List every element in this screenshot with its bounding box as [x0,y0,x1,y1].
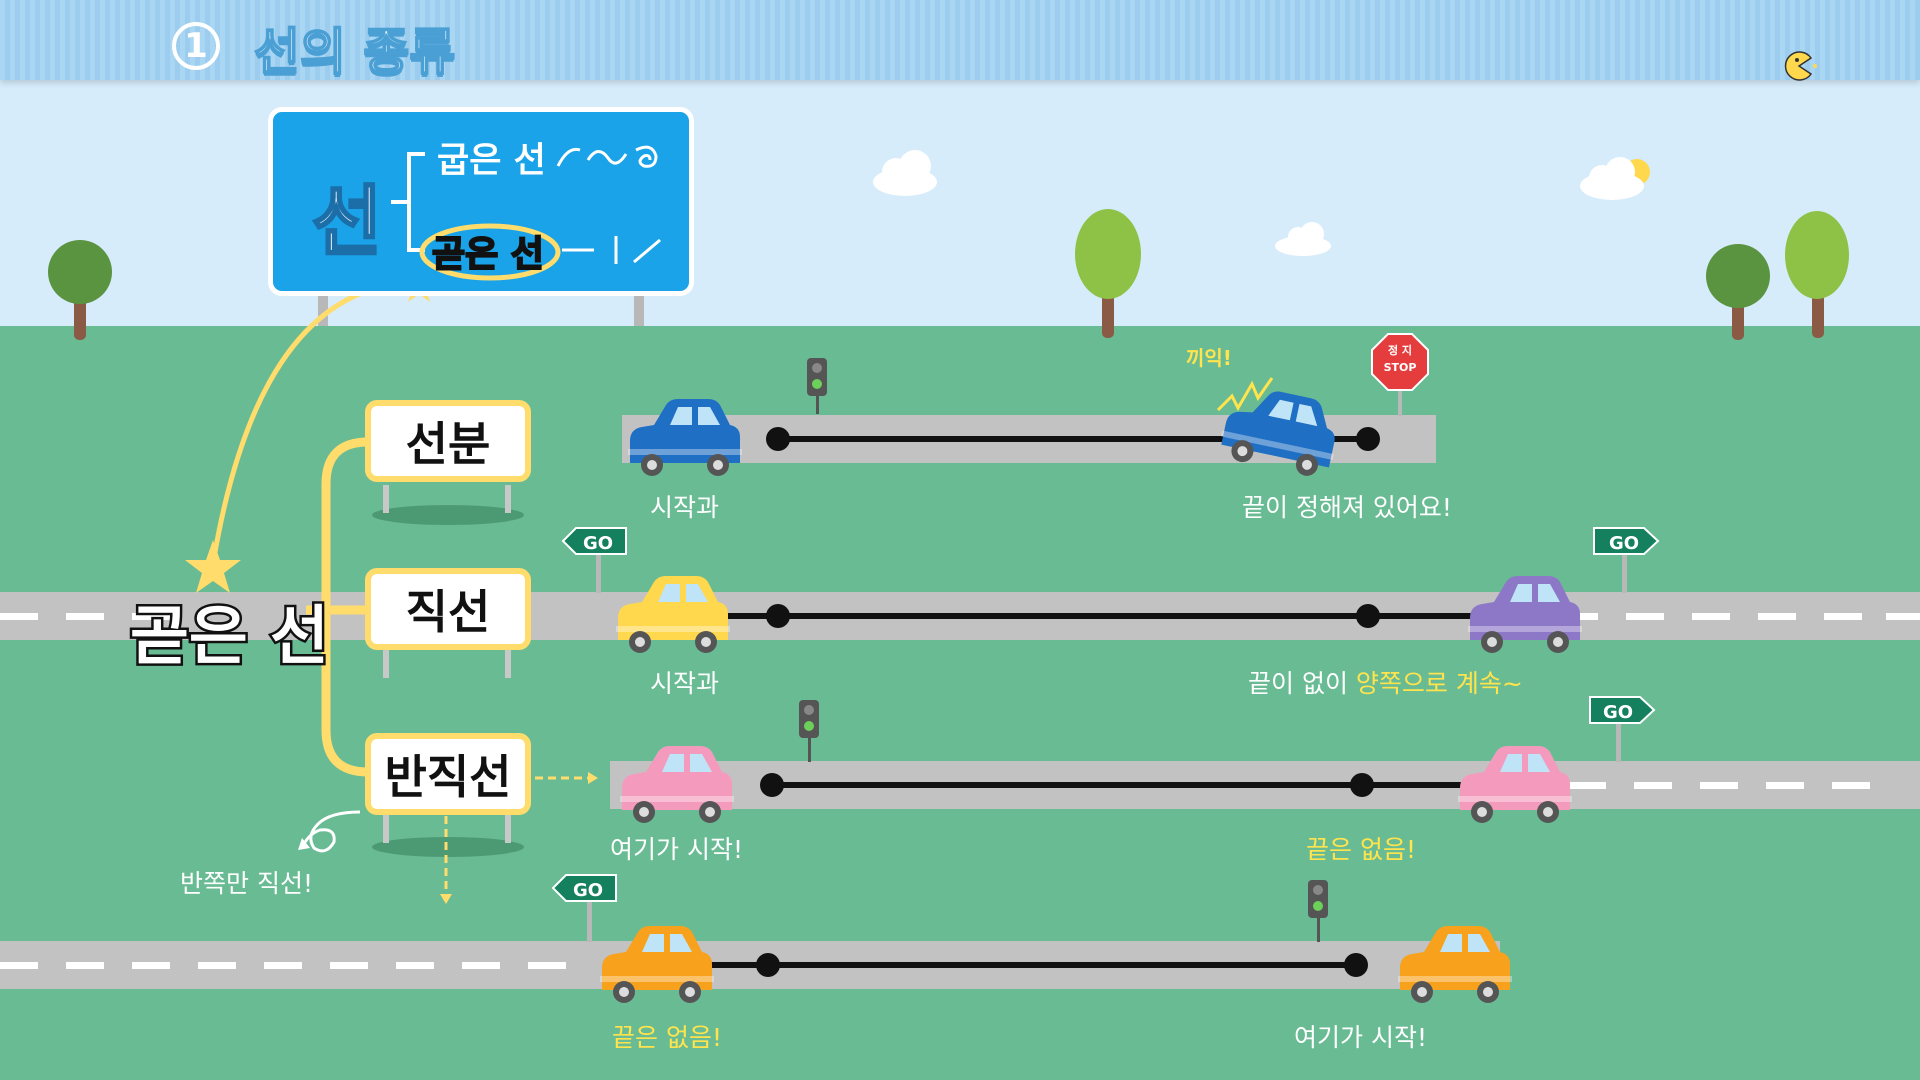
traffic-light-icon [807,358,827,414]
segment-board: 선분 [365,400,531,482]
cloud-icon [1275,222,1331,256]
header-bar [0,0,1920,80]
page-title: 선의 종류 [253,22,456,82]
screech-label: 끼익! [1186,346,1232,370]
go-sign-label: GO [583,533,613,554]
straight-lines-icon [562,236,661,264]
sign-curve-label: 굽은 선 [437,141,546,181]
line-start-label: 시작과 [650,669,720,698]
ray2-end-label: 끝은 없음! [612,1023,722,1052]
ray-note-label: 반쪽만 직선! [180,869,313,898]
go-sign-label: GO [573,880,603,901]
screech-icon [1216,377,1274,412]
segment-start-label: 시작과 [650,493,720,522]
tree-icon [1785,211,1849,338]
curve-lines-icon [556,145,658,168]
ray-board: 반직선 [365,733,531,815]
go-sign-label: GO [1609,533,1639,554]
go-sign-icon [1589,696,1656,724]
pacman-icon [1784,51,1817,81]
go-sign-icon [551,874,617,902]
section-number: 1 [172,22,220,70]
straight-line [700,604,1480,628]
go-sign-icon [1593,527,1660,555]
tree-icon [48,240,112,340]
traffic-light-icon [799,700,819,762]
ray2-start-label: 여기가 시작! [1294,1023,1427,1052]
stop-sign-ko: 정 지 [1388,343,1412,357]
sign-main-label: 선 [311,176,384,268]
line-end-label: 끝이 없이 양쪽으로 계속~ [1248,664,1523,700]
tree-icon [1706,244,1770,340]
stop-sign-icon [1371,333,1429,391]
sign-bracket [391,152,425,252]
straight-line-highlight [419,223,561,281]
ray-line-2 [690,953,1368,977]
curly-arrow-icon [300,810,361,853]
ray-line-1 [760,773,1470,797]
go-sign-icon [561,527,627,555]
line-end-prefix: 끝이 없이 [1248,669,1348,698]
go-sign-label: GO [1603,702,1633,723]
lane-dashes [0,613,1920,969]
ray1-end-label: 끝은 없음! [1306,835,1416,864]
stop-sign-en: STOP [1384,361,1417,374]
ray1-start-label: 여기가 시작! [610,835,743,864]
tree-icon [1075,209,1141,338]
star-icon [185,540,241,593]
line-board: 직선 [365,568,531,650]
sun-icon [1580,157,1650,200]
sign-straight-label: 곧은 선 [431,233,545,276]
straight-line-title: 곧은 선 [128,598,332,677]
traffic-light-icon [1308,880,1328,942]
segment-end-label: 끝이 정해져 있어요! [1242,493,1452,522]
cloud-icon [873,150,937,196]
line-end-highlight: 양쪽으로 계속~ [1355,669,1523,698]
road-sign-board [268,107,694,296]
